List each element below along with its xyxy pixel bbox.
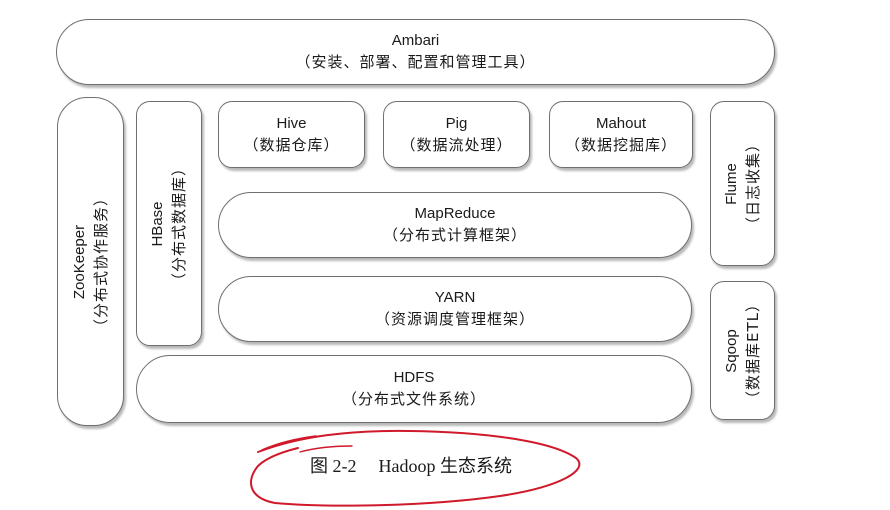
flume-block: Flume （日志收集） <box>710 101 775 266</box>
figure-title: Hadoop 生态系统 <box>378 456 513 476</box>
pig-desc: （数据流处理） <box>400 135 513 154</box>
yarn-name: YARN <box>434 289 476 306</box>
hive-desc: （数据仓库） <box>243 135 340 154</box>
yarn-block: YARN （资源调度管理框架） <box>218 276 692 342</box>
hbase-block: HBase （分布式数据库） <box>136 101 202 346</box>
mahout-name: Mahout <box>595 114 647 132</box>
zookeeper-block: ZooKeeper （分布式协作服务） <box>57 97 124 426</box>
flume-name: Flume <box>722 162 740 205</box>
ambari-desc: （安装、部署、配置和管理工具） <box>295 53 536 71</box>
ambari-block: Ambari （安装、部署、配置和管理工具） <box>56 19 775 85</box>
ambari-name: Ambari <box>391 32 440 49</box>
hive-block: Hive （数据仓库） <box>218 101 365 168</box>
hdfs-desc: （分布式文件系统） <box>341 390 486 408</box>
sqoop-name: Sqoop <box>722 328 740 373</box>
hbase-name: HBase <box>149 200 166 247</box>
hdfs-block: HDFS （分布式文件系统） <box>136 355 692 423</box>
mahout-desc: （数据挖掘库） <box>564 135 677 154</box>
zookeeper-desc: （分布式协作服务） <box>91 189 110 334</box>
mapreduce-name: MapReduce <box>414 205 496 222</box>
figure-number: 图 2-2 <box>310 456 357 476</box>
sqoop-desc: （数据库ETL） <box>743 295 762 406</box>
hbase-desc: （分布式数据库） <box>170 159 188 288</box>
pig-name: Pig <box>445 114 468 132</box>
mapreduce-desc: （分布式计算框架） <box>382 226 527 244</box>
flume-desc: （日志收集） <box>743 135 762 232</box>
mapreduce-block: MapReduce （分布式计算框架） <box>218 192 692 258</box>
pig-block: Pig （数据流处理） <box>383 101 530 168</box>
mahout-block: Mahout （数据挖掘库） <box>549 101 693 168</box>
sqoop-block: Sqoop （数据库ETL） <box>710 281 775 420</box>
yarn-desc: （资源调度管理框架） <box>374 310 535 328</box>
figure-caption: 图 2-2 Hadoop 生态系统 <box>310 452 512 478</box>
zookeeper-name: ZooKeeper <box>70 224 88 299</box>
hive-name: Hive <box>276 114 307 132</box>
hdfs-name: HDFS <box>393 369 435 386</box>
